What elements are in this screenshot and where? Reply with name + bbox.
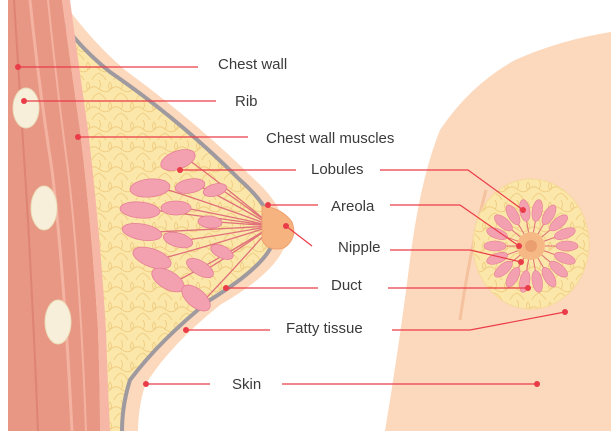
front-lobule	[556, 241, 578, 251]
nipple-areola-side	[262, 206, 294, 249]
label-skin: Skin	[232, 376, 261, 393]
label-areola: Areola	[331, 198, 375, 215]
lobule	[161, 201, 191, 215]
label-rib: Rib	[235, 93, 258, 110]
label-fatty-tissue: Fatty tissue	[286, 320, 363, 337]
label-nipple: Nipple	[338, 239, 381, 256]
label-duct: Duct	[331, 277, 363, 294]
label-chest-wall: Chest wall	[218, 56, 287, 73]
label-chest-wall-muscles: Chest wall muscles	[266, 130, 394, 147]
label-lobules: Lobules	[311, 161, 364, 178]
front-lobule	[484, 241, 506, 251]
front-nipple	[525, 240, 537, 252]
